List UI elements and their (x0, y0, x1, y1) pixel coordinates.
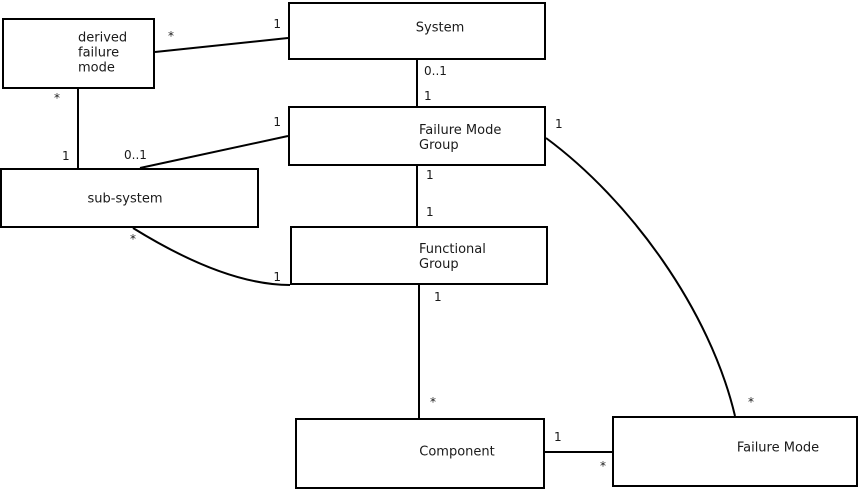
multiplicity-mult-fg-subsys-near: 1 (273, 270, 281, 284)
multiplicity-mult-dfm-subsys-top: * (54, 91, 60, 105)
class-name-derived-failure-mode: derived failure mode (78, 30, 128, 76)
multiplicity-mult-fmg-fg-top: 1 (426, 168, 434, 182)
class-name-failure-mode-group: Failure Mode Group (419, 123, 502, 153)
class-name-component: Component (419, 444, 495, 460)
multiplicity-mult-fmg-subsys-near: 1 (273, 115, 281, 129)
multiplicity-mult-system-dfm-near: 1 (273, 17, 281, 31)
multiplicity-mult-comp-fm-near: 1 (554, 430, 562, 444)
class-box-component[interactable] (295, 418, 545, 489)
class-box-system[interactable] (288, 2, 546, 60)
class-name-system: System (415, 20, 465, 36)
class-box-functional-group[interactable] (290, 226, 548, 285)
multiplicity-mult-subsys-fg-near: * (130, 232, 136, 246)
class-box-sub-system[interactable] (0, 168, 259, 228)
multiplicity-mult-dfm-subsys-bot: 1 (62, 149, 70, 163)
association-sub-system--failure-mode-group (139, 135, 289, 169)
multiplicity-mult-subsys-fmg-near: 0..1 (124, 148, 147, 162)
association-failure-mode-group--failure-mode (545, 137, 736, 417)
multiplicity-mult-fg-comp-top: 1 (434, 290, 442, 304)
multiplicity-mult-fm-comp-near: * (600, 459, 606, 473)
association-derived-failure-mode--system (154, 37, 289, 53)
multiplicity-mult-dfm-system-near: * (168, 29, 174, 43)
multiplicity-mult-fm-fmg-near: * (748, 395, 754, 409)
multiplicity-mult-fg-comp-bot: * (430, 395, 436, 409)
multiplicity-mult-fmg-fm-near: 1 (555, 117, 563, 131)
multiplicity-mult-fmg-fg-bot: 1 (426, 205, 434, 219)
class-name-failure-mode: Failure Mode (736, 440, 820, 456)
association-sub-system--functional-group (132, 227, 291, 286)
class-name-functional-group: Functional Group (419, 242, 486, 272)
multiplicity-mult-system-fmg-top: 0..1 (424, 64, 447, 78)
multiplicity-mult-system-fmg-bot: 1 (424, 89, 432, 103)
class-box-failure-mode[interactable] (612, 416, 858, 487)
class-name-sub-system: sub-system (87, 191, 163, 207)
class-box-failure-mode-group[interactable] (288, 106, 546, 166)
class-box-derived-failure-mode[interactable] (2, 18, 155, 89)
